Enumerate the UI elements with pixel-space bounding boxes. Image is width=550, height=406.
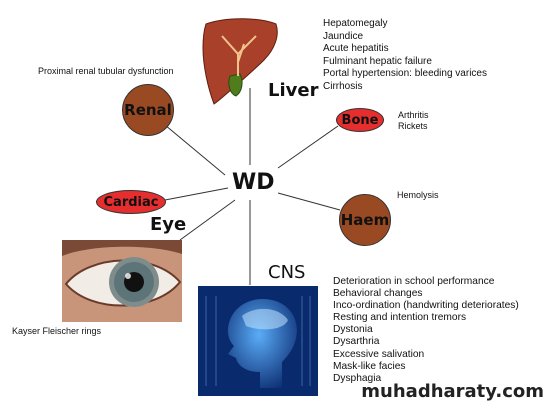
cardiac-node: Cardiac <box>96 190 166 214</box>
haem-node: Haem <box>339 194 391 246</box>
watermark: muhadharaty.com <box>361 381 544 402</box>
liver-symptom-list: Hepatomegaly Jaundice Acute hepatitis Fu… <box>323 18 487 94</box>
liver-icon <box>202 18 278 105</box>
center-label: WD <box>232 170 275 195</box>
renal-node: Renal <box>122 84 174 136</box>
list-item: Inco-ordination (handwriting deteriorate… <box>333 300 519 312</box>
list-item: Arthritis <box>398 110 429 120</box>
list-item: Behavioral changes <box>333 288 423 300</box>
connector-eye <box>179 199 236 241</box>
bone-node: Bone <box>336 108 384 132</box>
connector-cardiac <box>164 187 229 201</box>
eye-caption: Kayser Fleischer rings <box>12 326 102 336</box>
list-item: Fulminant hepatic failure <box>323 55 432 67</box>
list-item: Resting and intention tremors <box>333 312 467 324</box>
brain-head-icon <box>198 286 318 396</box>
cns-title: CNS <box>268 262 306 283</box>
eye-icon <box>62 240 182 322</box>
list-item: Excessive salivation <box>333 348 425 360</box>
list-item: Dysphagia <box>333 372 382 384</box>
list-item: Cirrhosis <box>323 80 363 92</box>
list-item: Jaundice <box>323 30 364 42</box>
list-item: Acute hepatitis <box>323 43 389 55</box>
cns-symptom-list: Deterioration in school performance Beha… <box>333 276 519 385</box>
list-item: Rickets <box>398 121 428 131</box>
bone-symptom-list: Arthritis Rickets <box>398 110 429 132</box>
list-item: Dystonia <box>333 324 373 336</box>
haem-note: Hemolysis <box>397 190 439 200</box>
list-item: Hepatomegaly <box>323 18 388 29</box>
list-item: Mask-like facies <box>333 360 406 372</box>
connector-renal <box>164 124 226 176</box>
list-item: Portal hypertension: bleeding varices <box>323 68 487 80</box>
list-item: Dysarthria <box>333 336 380 348</box>
connector-haem <box>277 192 341 211</box>
eye-title: Eye <box>150 214 187 235</box>
list-item: Deterioration in school performance <box>333 276 495 287</box>
connector-bone <box>277 125 339 169</box>
renal-note: Proximal renal tubular dysfunction <box>38 66 174 76</box>
liver-title: Liver <box>268 80 319 101</box>
